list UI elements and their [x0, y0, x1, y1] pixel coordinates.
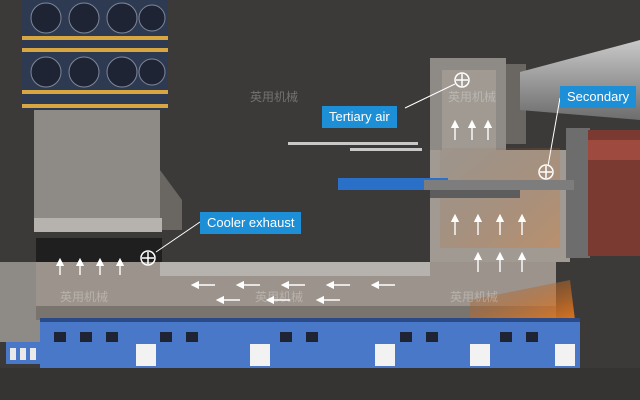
leader-secondary: [547, 97, 561, 167]
damper-plus-icon: [140, 72, 554, 266]
secondary-label: Secondary: [560, 86, 637, 108]
watermark-logo: 英用机械: [450, 290, 499, 304]
fan-bank: [22, 0, 168, 110]
cooler-exhaust-label: Cooler exhaust: [200, 212, 302, 234]
cooler-grate-frame: [40, 318, 580, 368]
airflow-arrow-icon: [55, 119, 527, 305]
exhaust-hood: [34, 110, 160, 230]
burner-pipe-icon: [338, 178, 574, 198]
tertiary-duct-outlet: [520, 40, 640, 120]
rotary-kiln: [566, 128, 640, 258]
watermark-logo: 英用机械: [448, 90, 497, 104]
fan-icon: [30, 2, 166, 88]
tertiary-air-label: Tertiary air: [322, 106, 397, 128]
watermark-logo: 英用机械: [60, 290, 109, 304]
hot-clinker-zone: [470, 280, 575, 320]
rail: [288, 142, 418, 145]
leader-cooler: [155, 221, 201, 253]
leader-tertiary: [404, 83, 456, 109]
drive-motor-icon: [6, 342, 42, 364]
watermark-logo: 英用机械: [255, 290, 304, 304]
watermark-logo: 英用机械: [250, 90, 299, 104]
